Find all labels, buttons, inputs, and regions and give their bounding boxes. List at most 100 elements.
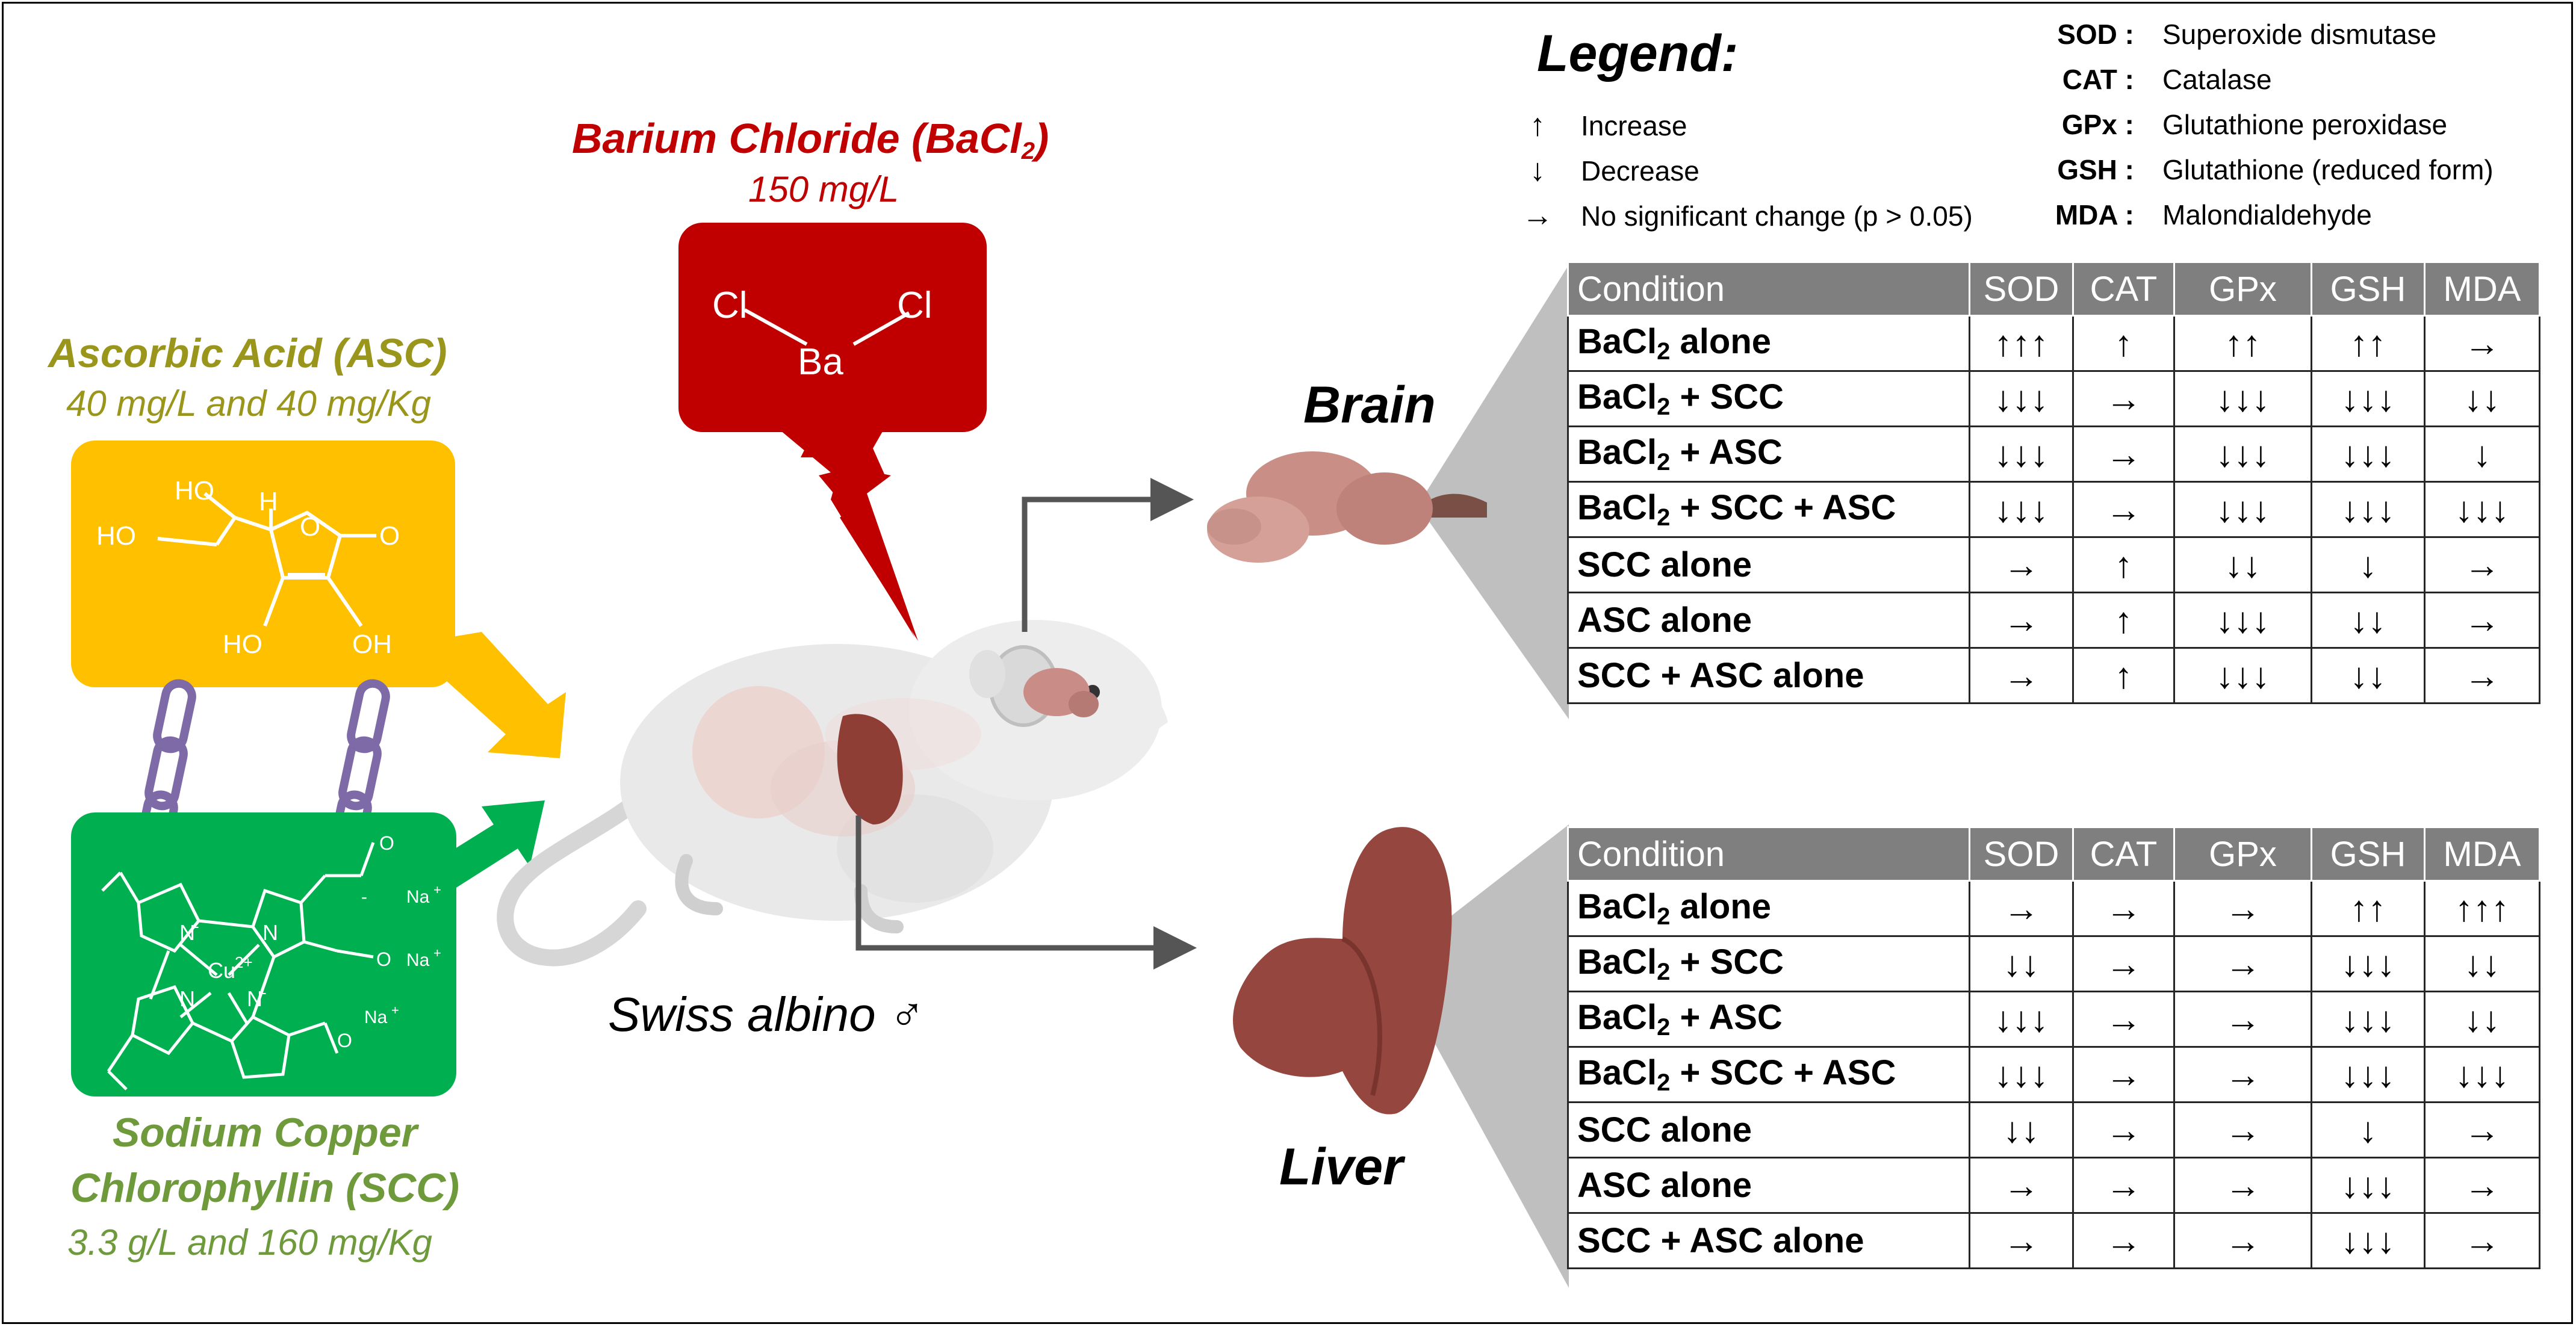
value-cell-sod: → (1969, 647, 2074, 704)
value-cell-mda: ↑↑↑ (2424, 880, 2540, 937)
value-cell-gpx: ↓↓↓ (2173, 370, 2312, 427)
scc-title-line1: Sodium Copper (112, 1110, 418, 1155)
value-cell-sod: ↑↑↑ (1969, 315, 2074, 372)
value-cell-mda: ↓↓ (2424, 370, 2540, 427)
abbreviation-key: GPx : (2061, 109, 2134, 140)
table-row: BaCl2 + ASC↓↓↓→→↓↓↓↓↓ (1567, 991, 2540, 1048)
scc-o2: O (376, 948, 391, 970)
scc-na3-plus: + (391, 1003, 399, 1018)
arrow-to-brain (1022, 478, 1194, 632)
condition-cell: BaCl2 + SCC + ASC (1567, 481, 1970, 538)
value-cell-mda: → (2424, 1212, 2540, 1269)
brain-label: Brain (1303, 376, 1436, 434)
value-cell-gpx: ↓↓↓ (2173, 647, 2312, 704)
condition-cell: ASC alone (1567, 592, 1970, 649)
condition-subscript: 2 (1657, 1069, 1671, 1096)
condition-suffix: + ASC (1670, 998, 1783, 1037)
condition-prefix: BaCl (1577, 322, 1657, 361)
condition-cell: SCC alone (1567, 1101, 1970, 1158)
value-cell-cat: ↑ (2072, 592, 2175, 649)
bacl2-title: Barium Chloride (BaCl2) (572, 115, 1049, 164)
brain-table-body: BaCl2 alone↑↑↑↑↑↑↑↑→BaCl2 + SCC↓↓↓→↓↓↓↓↓… (1567, 315, 2540, 704)
condition-cell: BaCl2 + SCC + ASC (1567, 1046, 1970, 1103)
asc-oh-bottom: OH (352, 629, 392, 659)
bacl2-dose: 150 mg/L (748, 169, 899, 209)
brain-header-gpx: GPx (2173, 261, 2312, 317)
value-cell-sod: → (1969, 1157, 2074, 1214)
mouse-label: Swiss albino ♂ (608, 988, 925, 1041)
liver-header-condition: Condition (1567, 826, 1970, 882)
scc-n1: N (179, 920, 195, 945)
condition-subscript: 2 (1657, 338, 1671, 365)
legend-text: Increase (1581, 110, 1687, 141)
value-cell-gsh: ↓↓↓ (2311, 425, 2425, 483)
condition-suffix: + SCC (1670, 377, 1784, 416)
value-cell-gpx: → (2173, 1157, 2312, 1214)
abbreviation-key: CAT : (2062, 64, 2134, 95)
value-cell-mda: → (2424, 592, 2540, 649)
value-cell-cat: → (2072, 1212, 2175, 1269)
abbreviation-value: Catalase (2162, 64, 2272, 95)
value-cell-gsh: ↓↓↓ (2311, 1212, 2425, 1269)
asc-ho-top: HO (175, 476, 214, 506)
abbreviation-key: MDA : (2055, 199, 2134, 230)
value-cell-gsh: ↓ (2311, 1101, 2425, 1158)
condition-cell: BaCl2 alone (1567, 315, 1970, 372)
value-cell-cat: → (2072, 991, 2175, 1048)
condition-cell: BaCl2 + ASC (1567, 425, 1970, 483)
value-cell-sod: ↓↓↓ (1969, 991, 2074, 1048)
value-cell-cat: → (2072, 935, 2175, 992)
value-cell-sod: → (1969, 536, 2074, 593)
value-cell-sod: ↓↓ (1969, 935, 2074, 992)
table-row: SCC alone↓↓→→↓→ (1567, 1101, 2540, 1158)
table-row: BaCl2 + SCC↓↓↓→↓↓↓↓↓↓↓↓ (1567, 370, 2540, 427)
value-cell-gsh: ↓ (2311, 536, 2425, 593)
scc-na3: Na (364, 1007, 388, 1027)
legend-symbol: ↓ (1530, 153, 1545, 188)
table-row: SCC + ASC alone→→→↓↓↓→ (1567, 1212, 2540, 1269)
value-cell-mda: ↓↓ (2424, 991, 2540, 1048)
value-cell-gsh: ↑↑ (2311, 315, 2425, 372)
value-cell-cat: ↑ (2072, 647, 2175, 704)
value-cell-sod: ↓↓↓ (1969, 370, 2074, 427)
value-cell-gpx: → (2173, 880, 2312, 937)
brain-header-condition: Condition (1567, 261, 1970, 317)
value-cell-cat: ↑ (2072, 315, 2175, 372)
condition-cell: BaCl2 + SCC (1567, 935, 1970, 992)
scc-cu: Cu (208, 958, 235, 983)
liver-header-mda: MDA (2424, 826, 2540, 882)
scc-na2: Na (406, 950, 430, 970)
scc-na2-plus: + (433, 945, 441, 960)
legend-text: Decrease (1581, 155, 1699, 187)
abbreviation-value: Glutathione (reduced form) (2162, 154, 2494, 185)
scc-cu-charge: 2+ (235, 953, 253, 971)
value-cell-gsh: ↓↓↓ (2311, 991, 2425, 1048)
asc-bubble: HO H HO O O HO OH (71, 441, 566, 758)
condition-cell: ASC alone (1567, 1157, 1970, 1214)
brain-zoom-wedge (1418, 265, 1569, 719)
value-cell-gsh: ↓↓↓ (2311, 481, 2425, 538)
scc-title: Sodium Copper Chlorophyllin (SCC) (24, 1105, 506, 1216)
condition-prefix: ASC alone (1577, 601, 1752, 640)
value-cell-sod: → (1969, 1212, 2074, 1269)
table-row: BaCl2 alone↑↑↑↑↑↑↑↑→ (1567, 315, 2540, 372)
asc-ho-left: HO (96, 521, 136, 551)
condition-suffix: + SCC + ASC (1670, 1053, 1896, 1092)
condition-prefix: SCC alone (1577, 1110, 1752, 1149)
condition-prefix: BaCl (1577, 998, 1657, 1037)
liver-header-sod: SOD (1969, 826, 2074, 882)
arrow-to-liver (855, 815, 1197, 970)
brain-header-cat: CAT (2072, 261, 2175, 317)
value-cell-gsh: ↓↓↓ (2311, 935, 2425, 992)
value-cell-gsh: ↓↓ (2311, 647, 2425, 704)
scc-title-line2: Chlorophyllin (SCC) (70, 1165, 459, 1211)
table-row: SCC alone→↑↓↓↓→ (1567, 536, 2540, 593)
value-cell-gsh: ↓↓↓ (2311, 370, 2425, 427)
scc-n4-minus: - (261, 983, 267, 1001)
value-cell-mda: → (2424, 536, 2540, 593)
condition-subscript: 2 (1657, 903, 1671, 930)
value-cell-gpx: ↑↑ (2173, 315, 2312, 372)
